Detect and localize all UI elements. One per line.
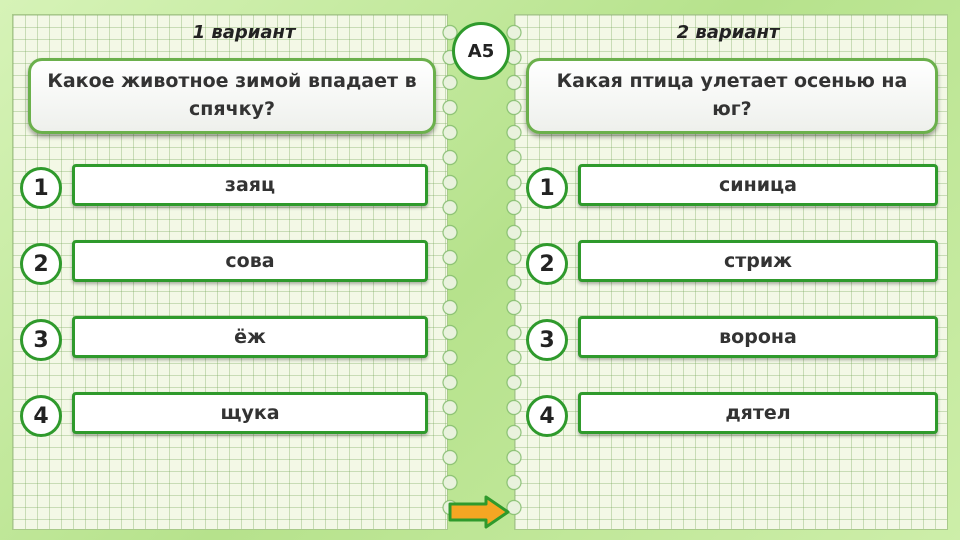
variant-2-answer-3[interactable]: 3 ворона (526, 316, 946, 364)
answer-button[interactable]: сова (72, 240, 428, 282)
binder-rings-left (442, 20, 458, 520)
answer-button[interactable]: ёж (72, 316, 428, 358)
answer-button[interactable]: синица (578, 164, 938, 206)
arrow-right-icon (448, 495, 510, 529)
answer-number: 3 (20, 319, 62, 361)
answer-number: 1 (526, 167, 568, 209)
answer-button[interactable]: дятел (578, 392, 938, 434)
variant-2-question: Какая птица улетает осенью на юг? (526, 58, 938, 134)
answer-button[interactable]: заяц (72, 164, 428, 206)
variant-2-answer-4[interactable]: 4 дятел (526, 392, 946, 440)
variant-1-title: 1 вариант (192, 22, 296, 43)
answer-button[interactable]: ворона (578, 316, 938, 358)
answer-number: 2 (20, 243, 62, 285)
answer-button[interactable]: стриж (578, 240, 938, 282)
variant-1-question-text: Какое животное зимой впадает в спячку? (47, 70, 417, 120)
answer-number: 3 (526, 319, 568, 361)
answer-button[interactable]: щука (72, 392, 428, 434)
variant-1-question: Какое животное зимой впадает в спячку? (28, 58, 436, 134)
answer-number: 2 (526, 243, 568, 285)
variant-1-answer-4[interactable]: 4 щука (20, 392, 440, 440)
variant-2-answer-1[interactable]: 1 синица (526, 164, 946, 212)
variant-2-answer-2[interactable]: 2 стриж (526, 240, 946, 288)
variant-2-title: 2 вариант (676, 22, 780, 43)
next-slide-button[interactable] (448, 495, 510, 529)
variant-1-answer-2[interactable]: 2 сова (20, 240, 440, 288)
question-number-badge: А5 (452, 22, 510, 80)
variant-1-answer-3[interactable]: 3 ёж (20, 316, 440, 364)
answer-number: 4 (526, 395, 568, 437)
variant-2-question-text: Какая птица улетает осенью на юг? (556, 70, 908, 120)
binder-rings-right (506, 20, 522, 520)
answer-number: 4 (20, 395, 62, 437)
answer-number: 1 (20, 167, 62, 209)
variant-1-answer-1[interactable]: 1 заяц (20, 164, 440, 212)
